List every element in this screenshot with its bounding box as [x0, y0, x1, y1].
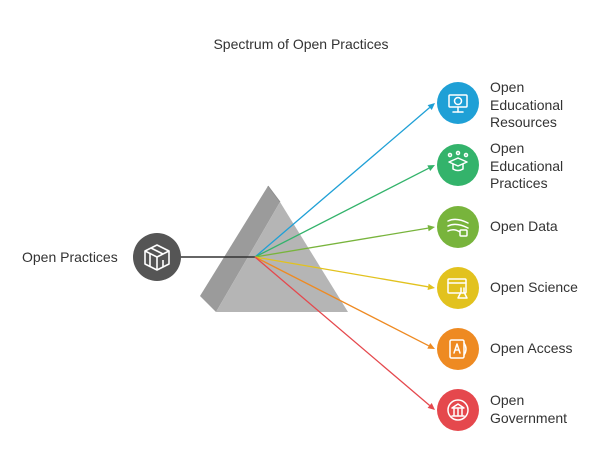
document-access-icon: [449, 339, 467, 359]
source-label: Open Practices: [22, 249, 118, 265]
beam-arrowhead-4: [427, 283, 435, 290]
output-label-open-science: Open Science: [490, 279, 578, 295]
cube-icon: [144, 244, 170, 271]
beam-arrowhead-1: [427, 103, 435, 110]
graduation-network-icon: [447, 150, 469, 172]
beam-arrowhead-3: [427, 224, 435, 232]
prism-shadow-face: [200, 186, 280, 312]
output-label-open-data: Open Data: [490, 218, 558, 234]
beam-arrowhead-2: [427, 165, 435, 172]
output-label-oep: Open Educational Practices: [490, 140, 564, 191]
government-building-icon: [447, 399, 469, 421]
output-node-2: [437, 144, 479, 186]
output-nodes: [437, 82, 479, 431]
data-flow-icon: [447, 218, 469, 237]
output-label-oer: Open Educational Resources: [490, 79, 564, 130]
output-label-open-government: Open Government: [490, 392, 568, 426]
presentation-icon: [448, 94, 468, 113]
diagram-title: Spectrum of Open Practices: [213, 36, 389, 52]
output-node-4: [437, 267, 479, 309]
beam-3: [254, 227, 429, 258]
beam-5: [254, 256, 430, 347]
beam-4: [254, 256, 429, 288]
beam-1: [254, 107, 431, 258]
prism-edge: [267, 185, 281, 203]
output-beams: [254, 103, 435, 410]
beam-arrowhead-5: [427, 342, 435, 349]
source-node: [133, 233, 181, 281]
science-browser-icon: [447, 278, 468, 299]
prism-front-face: [216, 202, 348, 312]
beam-2: [254, 167, 430, 258]
output-node-1: [437, 82, 479, 124]
output-node-3: [437, 206, 479, 248]
beam-6: [254, 256, 431, 406]
beam-arrowhead-6: [427, 403, 435, 410]
output-label-open-access: Open Access: [490, 340, 573, 356]
